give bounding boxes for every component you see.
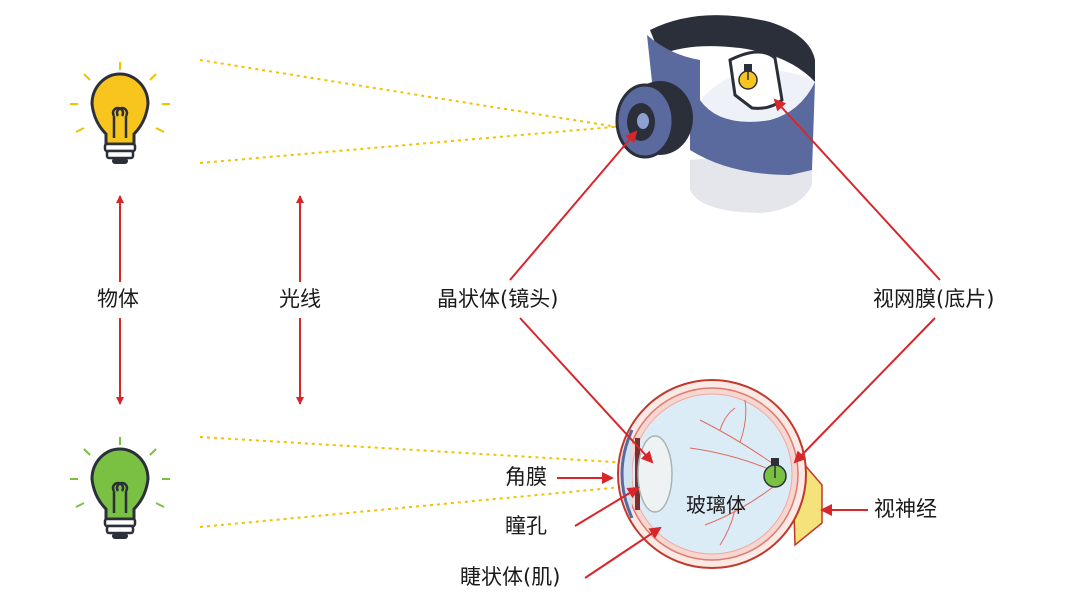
retina-arrow-to-camera (773, 98, 941, 281)
ray-top-lower (199, 124, 637, 164)
object-label: 物体 (97, 287, 139, 311)
optic-nerve-label: 视神经 (874, 497, 937, 521)
camera-illustration (615, 15, 815, 213)
ray-top-upper (199, 59, 637, 131)
ciliary-arrow (584, 526, 662, 579)
retina-image-bulb-icon (763, 458, 787, 488)
ciliary-label: 睫状体(肌) (460, 565, 561, 589)
light-bulb-green-icon (70, 437, 170, 539)
inverted-bulb-icon (738, 64, 758, 90)
eyeball-cross-section-illustration (617, 379, 823, 569)
light-bulb-yellow-icon (70, 62, 170, 164)
pupil-label: 瞳孔 (505, 514, 547, 538)
annotation-arrows (116, 98, 941, 579)
pupil-arrow (574, 486, 640, 527)
lens-arrow-to-eye (519, 317, 654, 464)
vitreous-label: 玻璃体 (686, 493, 746, 517)
lens-label: 晶状体(镜头) (437, 287, 559, 311)
retina-arrow-to-eye (793, 317, 936, 464)
lens-arrow-to-camera (509, 130, 638, 281)
light-label: 光线 (279, 287, 321, 311)
cornea-label: 角膜 (505, 465, 547, 489)
retina-label: 视网膜(底片) (873, 287, 995, 311)
